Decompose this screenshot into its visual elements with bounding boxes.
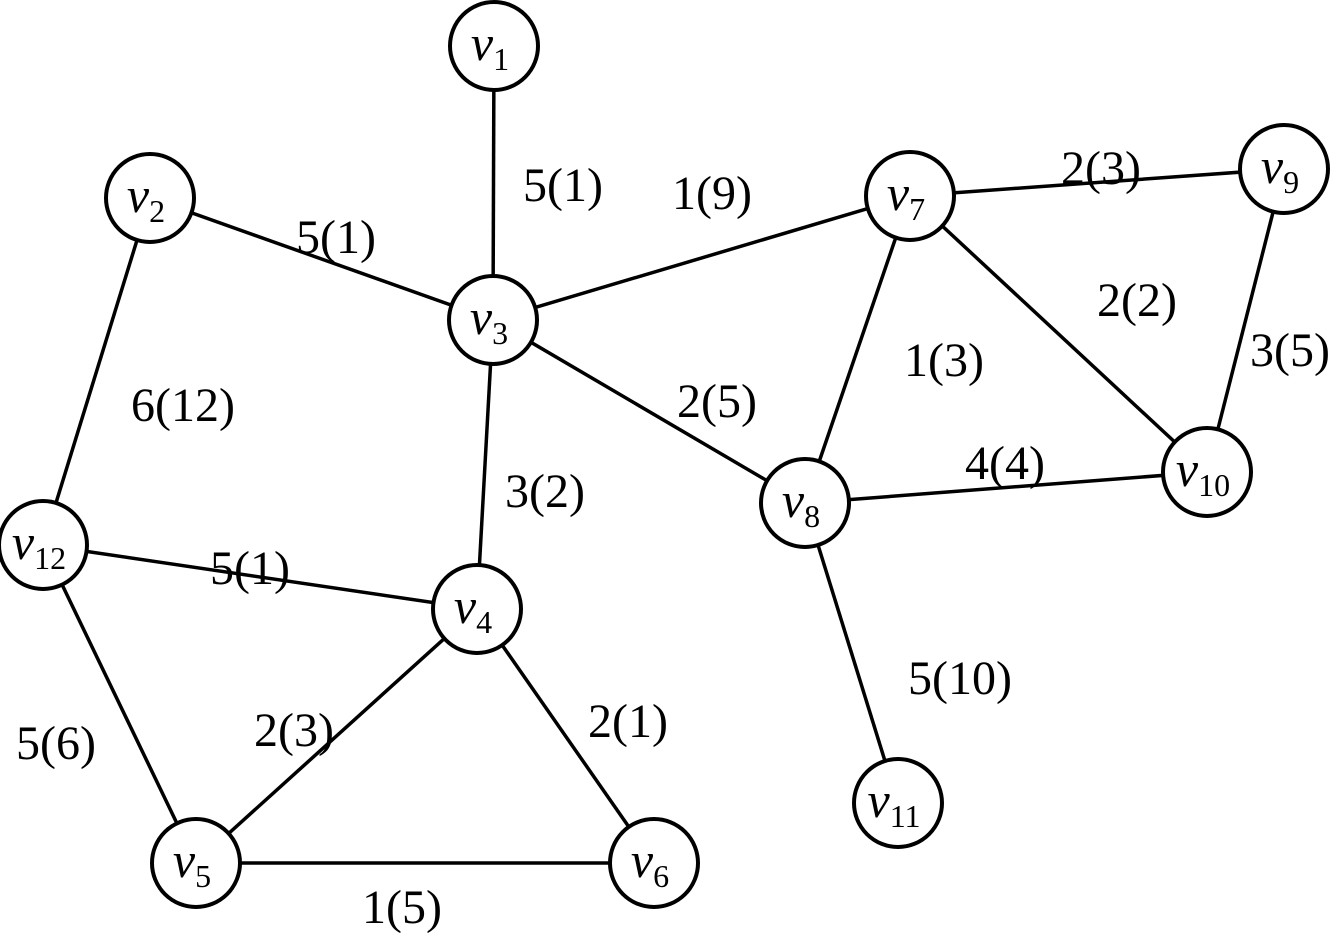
node-label-v10: v10 bbox=[1176, 441, 1230, 503]
edge-label-v3-v8: 2(5) bbox=[677, 375, 757, 428]
edge-v4-v5 bbox=[194, 607, 479, 865]
edge-label-v2-v12: 6(12) bbox=[131, 379, 235, 432]
node-v9: v9 bbox=[1238, 123, 1330, 215]
edge-v8-v10 bbox=[804, 470, 1208, 505]
node-label-v11: v11 bbox=[867, 772, 920, 834]
edges-layer bbox=[41, 45, 1286, 865]
node-label-v6: v6 bbox=[631, 832, 669, 894]
node-label-subscript: 2 bbox=[149, 193, 165, 229]
node-label-base: v bbox=[12, 514, 35, 570]
node-label-base: v bbox=[631, 832, 654, 888]
edge-label-v1-v3: 5(1) bbox=[523, 159, 603, 212]
edge-label-v8-v10: 4(4) bbox=[965, 437, 1045, 490]
edge-v7-v8 bbox=[803, 195, 912, 504]
node-label-subscript: 9 bbox=[1283, 164, 1299, 200]
node-label-v8: v8 bbox=[782, 472, 820, 534]
node-label-v9: v9 bbox=[1261, 138, 1299, 200]
node-label-base: v bbox=[1261, 138, 1284, 194]
edge-label-v12-v5: 5(6) bbox=[16, 717, 96, 770]
node-label-subscript: 11 bbox=[890, 798, 921, 834]
node-label-v12: v12 bbox=[12, 514, 66, 576]
node-circle-v11 bbox=[852, 757, 944, 849]
node-circle-v8 bbox=[759, 457, 851, 549]
edge-v2-v12 bbox=[41, 197, 152, 546]
node-label-base: v bbox=[867, 772, 890, 828]
node-label-subscript: 5 bbox=[195, 858, 211, 894]
node-circle-v7 bbox=[864, 150, 956, 242]
edge-label-v9-v10: 3(5) bbox=[1250, 324, 1330, 377]
node-label-v1: v1 bbox=[471, 15, 509, 77]
edge-v7-v10 bbox=[908, 194, 1209, 474]
edge-v4-v6 bbox=[475, 607, 656, 865]
node-label-base: v bbox=[1176, 441, 1199, 497]
node-label-base: v bbox=[173, 832, 196, 888]
edge-labels-layer: 5(1) 5(1) 1(9) 2(3) 2(2) 3(5) 1(3) 6(12) 2(5) 4(4… bbox=[16, 142, 1330, 933]
node-label-subscript: 8 bbox=[804, 498, 820, 534]
edge-label-v3-v7: 1(9) bbox=[672, 167, 752, 220]
node-label-v5: v5 bbox=[173, 832, 211, 894]
edge-label-v7-v8: 1(3) bbox=[904, 334, 984, 387]
node-label-v2: v2 bbox=[127, 167, 165, 229]
node-v2: v2 bbox=[104, 152, 196, 244]
node-v10: v10 bbox=[1161, 426, 1253, 518]
node-circle-v1 bbox=[448, 0, 540, 92]
edge-v9-v10 bbox=[1205, 168, 1286, 473]
edge-label-v8-v11: 5(10) bbox=[908, 652, 1012, 705]
node-v7: v7 bbox=[864, 150, 956, 242]
node-circle-v5 bbox=[150, 817, 242, 909]
edge-label-v4-v6: 2(1) bbox=[588, 695, 668, 748]
node-v12: v12 bbox=[0, 499, 89, 591]
edge-label-v4-v5: 2(3) bbox=[254, 704, 334, 757]
node-v5: v5 bbox=[150, 817, 242, 909]
node-label-base: v bbox=[471, 15, 494, 71]
edge-v8-v11 bbox=[803, 502, 900, 804]
node-label-subscript: 4 bbox=[476, 604, 492, 640]
node-v8: v8 bbox=[759, 457, 851, 549]
edge-label-v7-v10: 2(2) bbox=[1097, 274, 1177, 327]
node-v6: v6 bbox=[608, 817, 700, 909]
node-label-base: v bbox=[470, 289, 493, 345]
node-label-subscript: 6 bbox=[653, 858, 669, 894]
node-v1: v1 bbox=[448, 0, 540, 92]
node-circle-v10 bbox=[1161, 426, 1253, 518]
node-v11: v11 bbox=[852, 757, 944, 849]
edge-v12-v4 bbox=[42, 543, 478, 611]
edge-v12-v5 bbox=[41, 544, 198, 864]
node-circle-v12 bbox=[0, 499, 89, 591]
node-circle-v6 bbox=[608, 817, 700, 909]
edge-v3-v7 bbox=[492, 194, 911, 322]
node-label-subscript: 12 bbox=[34, 540, 66, 576]
node-circle-v9 bbox=[1238, 123, 1330, 215]
edge-v2-v3 bbox=[149, 196, 494, 322]
edge-label-v3-v4: 3(2) bbox=[505, 465, 585, 518]
edge-v3-v8 bbox=[492, 318, 806, 505]
node-circle-v4 bbox=[431, 563, 523, 655]
node-v4: v4 bbox=[431, 563, 523, 655]
node-label-base: v bbox=[887, 165, 910, 221]
edge-label-v12-v4: 5(1) bbox=[210, 542, 290, 595]
node-label-v7: v7 bbox=[887, 165, 925, 227]
edge-label-v7-v9: 2(3) bbox=[1061, 142, 1141, 195]
node-label-subscript: 10 bbox=[1198, 467, 1230, 503]
edge-label-v5-v6: 1(5) bbox=[362, 881, 442, 933]
edge-v7-v9 bbox=[909, 167, 1285, 198]
node-circle-v2 bbox=[104, 152, 196, 244]
node-v3: v3 bbox=[447, 274, 539, 366]
node-label-v3: v3 bbox=[470, 289, 508, 351]
node-label-base: v bbox=[127, 167, 150, 223]
edge-v3-v4 bbox=[475, 319, 495, 610]
node-label-base: v bbox=[454, 578, 477, 634]
node-label-v4: v4 bbox=[454, 578, 492, 640]
node-circle-v3 bbox=[447, 274, 539, 366]
edge-label-v2-v3: 5(1) bbox=[296, 211, 376, 264]
node-label-base: v bbox=[782, 472, 805, 528]
node-label-subscript: 1 bbox=[493, 41, 509, 77]
node-label-subscript: 7 bbox=[909, 191, 925, 227]
node-label-subscript: 3 bbox=[492, 315, 508, 351]
